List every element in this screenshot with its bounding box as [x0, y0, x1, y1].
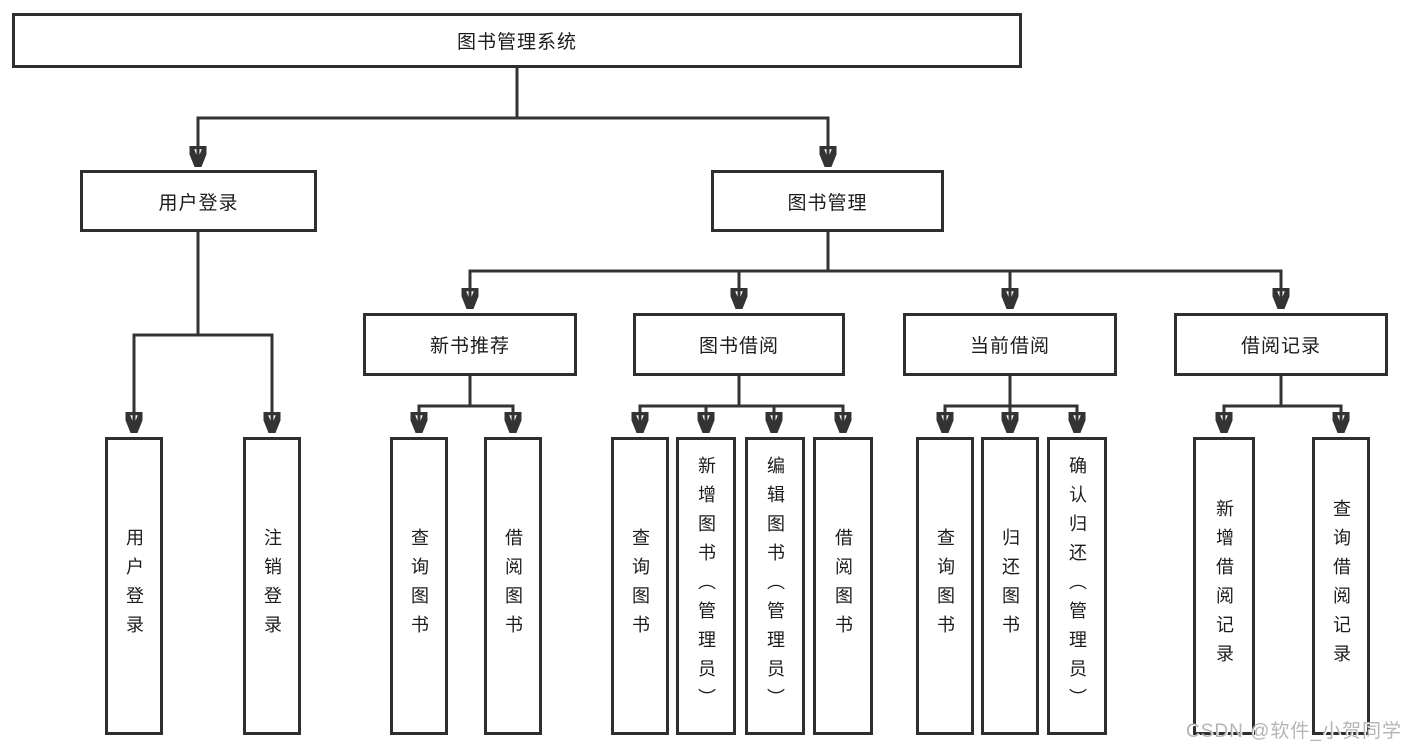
node-leaf-query-books-2-label: 查询图书 — [630, 528, 650, 644]
node-leaf-return-books: 归还图书 — [981, 437, 1039, 735]
node-leaf-user-login-label: 用户登录 — [124, 528, 144, 644]
node-leaf-query-books-1: 查询图书 — [390, 437, 448, 735]
node-leaf-edit-book-admin: 编辑图书（管理员） — [745, 437, 805, 735]
node-borrowing-records: 借阅记录 — [1174, 313, 1388, 376]
node-leaf-add-book-admin: 新增图书（管理员） — [676, 437, 736, 735]
node-leaf-logout: 注销登录 — [243, 437, 301, 735]
node-leaf-borrow-books-2-label: 借阅图书 — [833, 528, 853, 644]
node-leaf-query-books-2: 查询图书 — [611, 437, 669, 735]
node-leaf-confirm-return-admin: 确认归还（管理员） — [1047, 437, 1107, 735]
node-leaf-edit-book-admin-label: 编辑图书（管理员） — [765, 455, 785, 717]
node-leaf-add-book-admin-label: 新增图书（管理员） — [696, 455, 716, 717]
node-leaf-borrow-books-1: 借阅图书 — [484, 437, 542, 735]
node-root-label: 图书管理系统 — [456, 32, 577, 53]
node-leaf-query-books-3-label: 查询图书 — [935, 528, 955, 644]
node-new-book-recommend: 新书推荐 — [363, 313, 577, 376]
node-user-login: 用户登录 — [80, 170, 317, 232]
node-leaf-query-borrow-record: 查询借阅记录 — [1312, 437, 1370, 735]
node-book-management: 图书管理 — [711, 170, 944, 232]
node-book-management-label: 图书管理 — [787, 192, 868, 214]
node-current-borrowing-label: 当前借阅 — [969, 336, 1050, 357]
node-leaf-query-books-1-label: 查询图书 — [409, 528, 429, 644]
node-leaf-user-login: 用户登录 — [105, 437, 163, 735]
node-leaf-borrow-books-2: 借阅图书 — [813, 437, 873, 735]
node-leaf-query-borrow-record-label: 查询借阅记录 — [1331, 499, 1351, 673]
node-book-borrowing: 图书借阅 — [633, 313, 845, 376]
node-leaf-confirm-return-admin-label: 确认归还（管理员） — [1067, 455, 1087, 717]
node-current-borrowing: 当前借阅 — [903, 313, 1117, 376]
node-leaf-add-borrow-record: 新增借阅记录 — [1193, 437, 1255, 735]
node-book-borrowing-label: 图书借阅 — [698, 336, 779, 357]
node-user-login-label: 用户登录 — [158, 192, 239, 214]
node-leaf-logout-label: 注销登录 — [262, 528, 282, 644]
node-borrowing-records-label: 借阅记录 — [1240, 336, 1321, 357]
watermark: CSDN @软件_小贺同学 — [1186, 721, 1402, 742]
node-leaf-query-books-3: 查询图书 — [916, 437, 974, 735]
node-leaf-add-borrow-record-label: 新增借阅记录 — [1214, 499, 1234, 673]
node-root: 图书管理系统 — [12, 13, 1022, 68]
node-new-book-recommend-label: 新书推荐 — [429, 336, 510, 357]
node-leaf-return-books-label: 归还图书 — [1000, 528, 1020, 644]
node-leaf-borrow-books-1-label: 借阅图书 — [503, 528, 523, 644]
